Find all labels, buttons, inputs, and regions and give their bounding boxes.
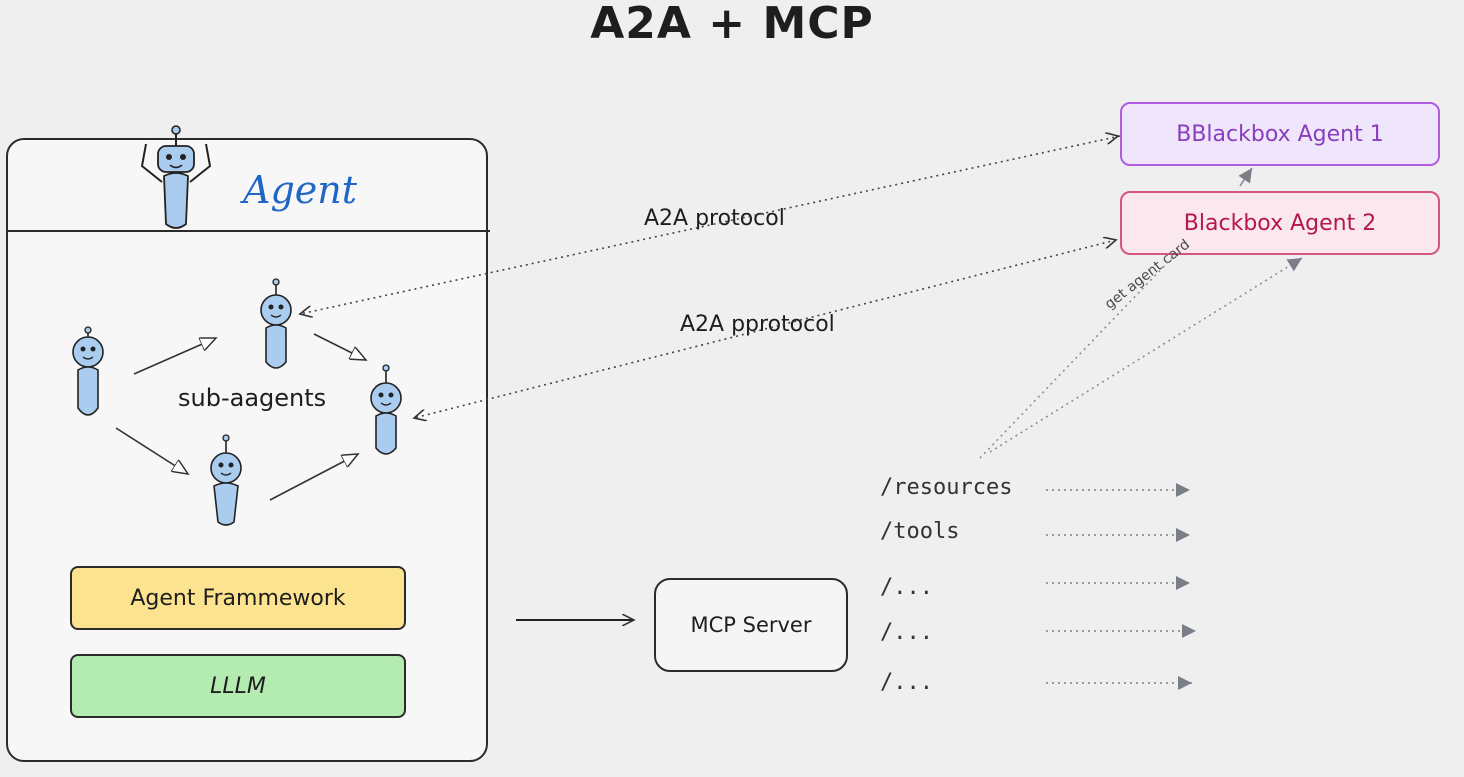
subagent-robot-icon xyxy=(210,434,242,526)
blackbox-agent-2: Blackbox Agent 2 xyxy=(1120,191,1440,255)
agent-label: Agent xyxy=(243,168,357,212)
llm-box: LLLM xyxy=(70,654,406,718)
agent-header-divider xyxy=(6,230,490,232)
subagent-arrow xyxy=(313,333,366,360)
subagent-arrow xyxy=(133,338,216,375)
resource-path-other: /... xyxy=(880,620,933,645)
a2a-protocol-label-1: A2A protocol xyxy=(644,206,785,231)
subagent-robot-icon xyxy=(72,326,104,416)
a2a-connector-1 xyxy=(300,135,1121,314)
a2a-connector-2 xyxy=(414,239,1117,418)
resource-path-tools: /tools xyxy=(880,519,960,544)
agent-robot-icon xyxy=(140,125,212,229)
agent-card-connector-1 xyxy=(979,257,1173,459)
a2a-protocol-label-2: A2A pprotocol xyxy=(680,312,835,337)
subagent-robot-icon xyxy=(370,364,402,455)
resource-path-other: /... xyxy=(880,670,933,695)
mcp-server-box: MCP Server xyxy=(654,578,848,672)
diagram-title: A2A + MCP xyxy=(590,0,874,49)
resource-path-other: /... xyxy=(880,575,933,600)
agent-card-connector-3 xyxy=(1238,167,1253,187)
subagents-label: sub-aagents xyxy=(178,384,327,412)
subagent-arrow xyxy=(269,454,358,501)
agent-card-connector-2 xyxy=(989,257,1303,453)
subagent-robot-icon xyxy=(260,278,292,369)
subagent-arrow xyxy=(115,427,188,474)
resource-path-resources: /resources xyxy=(880,475,1013,500)
blackbox-agent-1: BBlackbox Agent 1 xyxy=(1120,102,1440,166)
agent-framework-box: Agent Frammework xyxy=(70,566,406,630)
